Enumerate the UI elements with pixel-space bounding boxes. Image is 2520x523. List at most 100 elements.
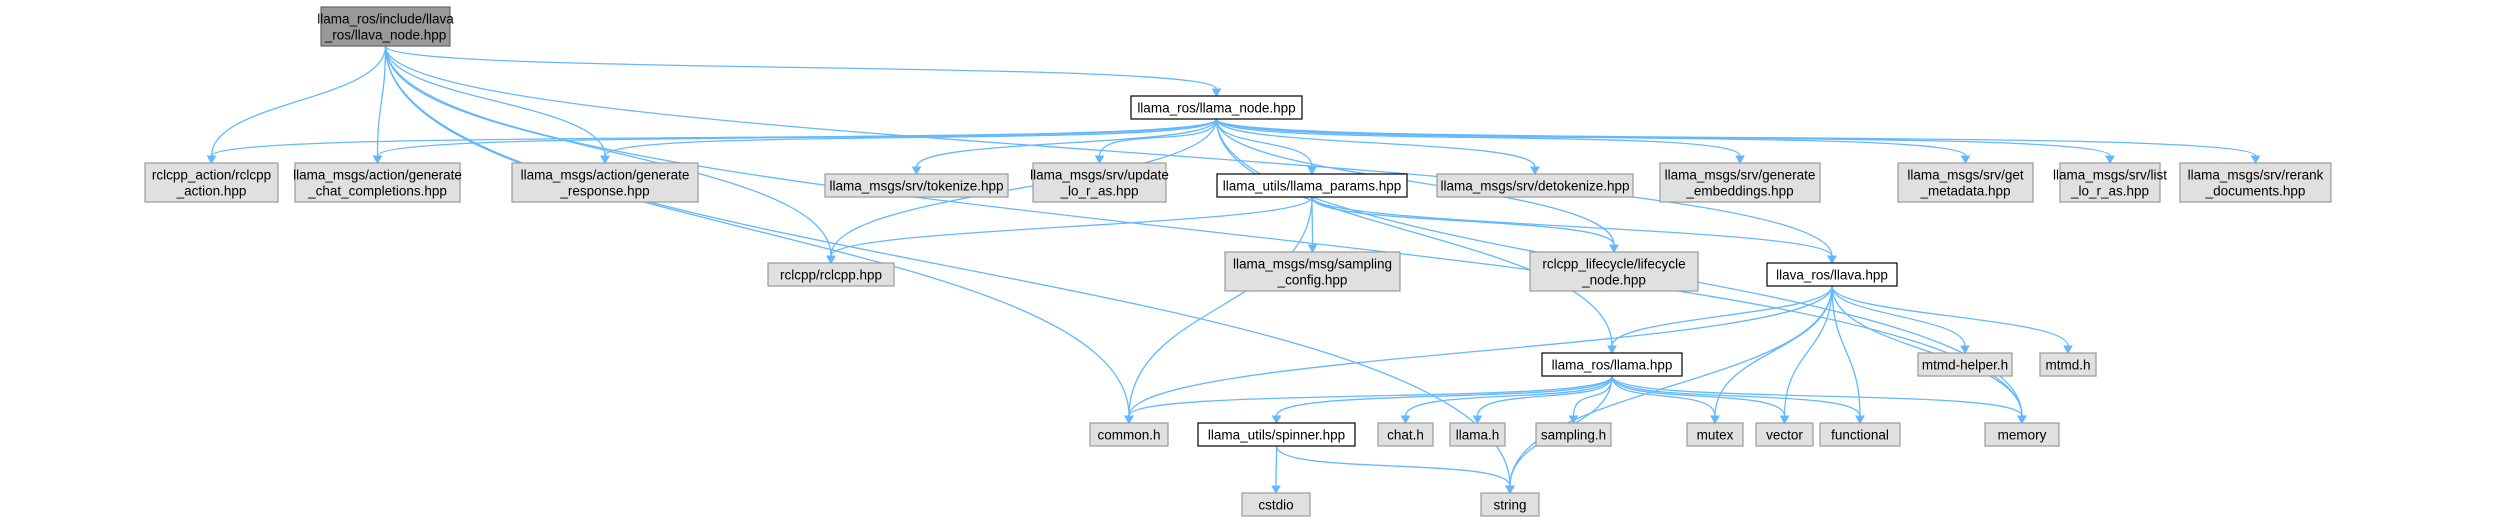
node-detokenize: llama_msgs/srv/detokenize.hpp <box>1436 173 1634 198</box>
node-box <box>1089 422 1169 447</box>
edge-arrowhead <box>1710 415 1720 425</box>
edge-llama-to-spinner <box>1275 375 1613 417</box>
node-label: llama_msgs/action/generate <box>293 168 462 183</box>
edge-arrowhead <box>1505 485 1515 495</box>
node-gen-resp: llama_msgs/action/generate_response.hpp <box>511 162 699 203</box>
node-label: llama_ros/llama_node.hpp <box>1137 101 1295 116</box>
node-box <box>320 6 451 47</box>
node-box <box>1529 251 1699 292</box>
node-root[interactable]: llama_ros/include/llava_ros/llava_node.h… <box>317 6 454 47</box>
node-box <box>2059 162 2161 203</box>
node-sampling-cfg: llama_msgs/msg/sampling_config.hpp <box>1224 251 1401 292</box>
edge-llama-node-to-tokenize <box>915 118 1218 168</box>
node-vector: vector <box>1755 422 1814 447</box>
edge-llama-to-common <box>1128 375 1613 417</box>
node-box <box>1984 422 2060 447</box>
edge-arrowhead <box>1855 415 1865 425</box>
edge-arrowhead <box>826 255 836 265</box>
node-memory: memory <box>1984 422 2060 447</box>
edge-arrowhead <box>1779 415 1790 425</box>
node-label: llama.h <box>1456 428 1500 443</box>
edge-llama-to-chat <box>1404 375 1613 417</box>
node-box <box>1819 422 1901 447</box>
node-get-meta: llama_msgs/srv/get_metadata.hpp <box>1897 162 2034 203</box>
edge-arrowhead <box>1609 244 1619 254</box>
node-box <box>1197 422 1356 447</box>
node-box <box>824 173 1009 198</box>
edge-llama-to-functional <box>1611 375 1861 417</box>
edge-llama-node-to-llama <box>1215 118 1613 347</box>
node-sampling: sampling.h <box>1535 422 1612 447</box>
node-llama[interactable]: llama_ros/llama.hpp <box>1541 352 1683 377</box>
node-label: memory <box>1998 428 2047 443</box>
node-label: llama_msgs/srv/list <box>2053 168 2167 183</box>
edge-arrowhead <box>2063 345 2073 355</box>
edge-llama-node-to-llama-params <box>1215 118 1313 168</box>
node-rerank: llama_msgs/srv/rerank_documents.hpp <box>2179 162 2332 203</box>
node-label: llama_ros/include/llava <box>317 12 454 27</box>
node-rclcpp-action: rclcpp_action/rclcpp_action.hpp <box>144 162 279 203</box>
node-box <box>1449 422 1506 447</box>
edge-llama-node-to-gen-chat <box>376 118 1218 157</box>
edge-arrowhead <box>1124 415 1134 425</box>
node-chat: chat.h <box>1377 422 1434 447</box>
node-label: llama_msgs/srv/get <box>1907 168 2024 183</box>
node-label: mutex <box>1697 428 1734 443</box>
node-label: llava_ros/llava.hpp <box>1776 268 1888 283</box>
edge-llava-to-common <box>1128 285 1833 417</box>
node-label: llama_ros/llama.hpp <box>1552 358 1673 373</box>
node-llava[interactable]: llava_ros/llava.hpp <box>1766 262 1898 287</box>
node-label: llama_msgs/srv/tokenize.hpp <box>829 179 1003 194</box>
node-label: common.h <box>1097 428 1160 443</box>
node-label: rclcpp/rclcpp.hpp <box>780 268 882 283</box>
node-string: string <box>1480 492 1540 517</box>
edge-arrowhead <box>1400 415 1411 425</box>
edge-arrowhead <box>2105 155 2115 165</box>
node-label: rclcpp_lifecycle/lifecycle <box>1542 257 1685 272</box>
node-box <box>1766 262 1898 287</box>
node-label: _chat_completions.hpp <box>307 184 447 199</box>
edge-arrowhead <box>1530 166 1540 176</box>
edge-llama-node-to-gen-resp <box>604 118 1218 157</box>
edge-root-to-common <box>384 45 1130 417</box>
edge-root-to-rclcpp <box>384 45 832 257</box>
edge-llava-to-mtmd-helper <box>1831 285 1966 347</box>
node-llama-node[interactable]: llama_ros/llama_node.hpp <box>1130 95 1303 120</box>
node-label: _ros/llava_node.hpp <box>324 28 447 43</box>
node-label: _lo_r_as.hpp <box>2070 184 2149 199</box>
node-list-lora: llama_msgs/srv/list_lo_r_as.hpp <box>2053 162 2167 203</box>
edge-llava-to-string <box>1509 285 1833 487</box>
node-label: functional <box>1831 428 1889 443</box>
node-box <box>2179 162 2332 203</box>
edge-llama-to-mutex <box>1611 375 1716 417</box>
node-box <box>1755 422 1814 447</box>
node-llama-params[interactable]: llama_utils/llama_params.hpp <box>1216 173 1408 198</box>
edge-llama-node-to-rclcpp-action <box>210 118 1218 157</box>
edge-llama-node-to-lifecycle <box>1215 118 1615 246</box>
edge-spinner-to-cstdio <box>1275 445 1278 487</box>
edge-arrowhead <box>911 166 922 176</box>
edge-arrowhead <box>1211 88 1222 98</box>
edge-llama-node-to-detokenize <box>1215 118 1536 168</box>
edge-llava-to-functional <box>1831 285 1861 417</box>
edge-root-to-llava <box>384 45 1833 257</box>
node-box <box>294 162 461 203</box>
edge-root-to-llama-node <box>384 45 1218 90</box>
node-box <box>1541 352 1683 377</box>
node-cstdio: cstdio <box>1241 492 1311 517</box>
node-label: _config.hpp <box>1277 273 1348 288</box>
node-box <box>1032 162 1167 203</box>
edge-llama-params-to-lifecycle <box>1311 196 1615 246</box>
edge-arrowhead <box>1960 155 1971 165</box>
node-box <box>1480 492 1540 517</box>
edge-llama-params-to-rclcpp <box>830 196 1313 257</box>
node-lifecycle: rclcpp_lifecycle/lifecycle_node.hpp <box>1529 251 1699 292</box>
edge-arrowhead <box>1307 244 1318 254</box>
node-label: chat.h <box>1387 428 1424 443</box>
edge-arrowhead <box>1271 485 1281 495</box>
edge-llama-node-to-rclcpp <box>830 118 1218 257</box>
edge-llama-node-to-rerank <box>1215 118 2257 157</box>
node-mutex: mutex <box>1686 422 1744 447</box>
node-spinner[interactable]: llama_utils/spinner.hpp <box>1197 422 1356 447</box>
edge-llava-to-llama <box>1611 285 1833 347</box>
